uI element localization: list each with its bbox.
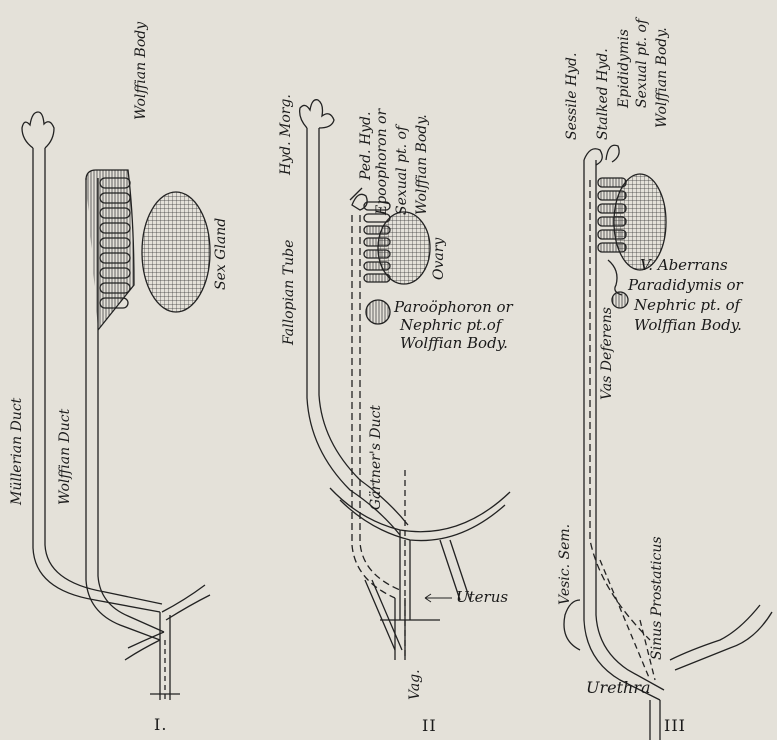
- fimbriae-ii: [300, 100, 334, 128]
- label-wolffian-body-i: Wolffian Body: [134, 22, 149, 120]
- label-wolffian-duct-i: Wolffian Duct: [58, 409, 73, 505]
- label-paroophoron-1: Paroöphoron or: [394, 300, 513, 315]
- paroophoron: [366, 300, 390, 324]
- label-epoophoron-1: Epoophoron or: [375, 109, 390, 215]
- label-paradidymis-2: Nephric pt. of: [634, 298, 740, 313]
- label-paroophoron-2: Nephric pt.of: [400, 318, 501, 333]
- label-uterus: Uterus: [456, 590, 508, 605]
- label-sinus-prostaticus: Sinus Prostaticus: [650, 536, 665, 660]
- label-stalked-hyd: Stalked Hyd.: [596, 48, 611, 140]
- panel-iii: [564, 145, 772, 740]
- label-ovary: Ovary: [432, 238, 447, 280]
- label-sex-gland: Sex Gland: [214, 218, 229, 290]
- label-paradidymis-1: Paradidymis or: [628, 278, 743, 293]
- panel-i: [22, 112, 210, 700]
- label-epoophoron-3: Wolffian Body.: [415, 114, 430, 215]
- label-vag: Vag.: [408, 669, 423, 700]
- label-gartners-duct: Gärtner's Duct: [369, 405, 384, 510]
- stalked-hydatid: [606, 145, 619, 162]
- label-paroophoron-3: Wolffian Body.: [400, 336, 508, 351]
- panel-numeral-iii: III: [664, 716, 686, 735]
- urethra: [564, 600, 580, 650]
- label-v-aberrans: V. Aberrans: [640, 258, 728, 273]
- ovary: [378, 212, 430, 284]
- label-paradidymis-3: Wolffian Body.: [634, 318, 742, 333]
- label-vas-deferens: Vas Deferens: [600, 307, 615, 400]
- label-sexual-pt: Sexual pt. of: [635, 19, 650, 108]
- panel-numeral-ii: II: [422, 716, 437, 735]
- panel-numeral-i: I.: [154, 715, 167, 734]
- label-epididymis: Epididymis: [617, 29, 632, 108]
- label-fallopian-tube: Fallopian Tube: [282, 240, 297, 345]
- label-hyd-morg: Hyd. Morg.: [279, 94, 294, 175]
- label-wolffian-body-iii: Wolffian Body.: [655, 27, 670, 128]
- fimbriae-i: [22, 112, 54, 148]
- vas-aberrans: [608, 260, 622, 295]
- label-mullerian-duct: Müllerian Duct: [10, 398, 25, 505]
- paradidymis: [612, 292, 628, 308]
- sex-gland: [142, 192, 210, 312]
- label-sessile-hyd: Sessile Hyd.: [565, 53, 580, 140]
- label-vesic-sem: Vesic. Sem.: [558, 524, 573, 605]
- label-epoophoron-2: Sexual pt. of: [395, 126, 410, 215]
- label-urethra: Urethra: [586, 680, 651, 695]
- sessile-hydatid: [584, 149, 602, 165]
- label-ped-hyd: Ped. Hyd.: [359, 112, 374, 180]
